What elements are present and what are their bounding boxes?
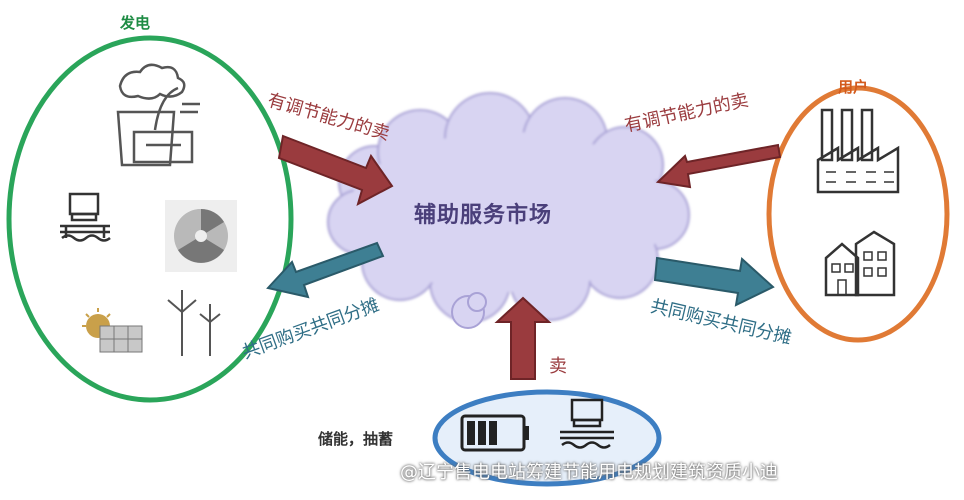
- storage-title: 储能，抽蓄: [318, 430, 394, 448]
- arrow-gen-share: [266, 241, 385, 299]
- arrow-gen-sell: [277, 134, 394, 206]
- hydro-dam-icon: [60, 192, 111, 242]
- users-title: 用户: [838, 78, 869, 96]
- factory-chimney-icon: [116, 63, 200, 167]
- arrow-user-share: [653, 256, 775, 307]
- market-cloud: [327, 92, 690, 323]
- cloud-puff-small: [467, 292, 487, 312]
- arrow-storage-sell-label: 卖: [549, 356, 567, 377]
- battery-icon: [460, 414, 529, 452]
- generation-group: [6, 35, 294, 403]
- wind-turbine-icon: [167, 290, 221, 356]
- solar-panel-icon: [82, 308, 143, 353]
- watermark: @辽宁售电电站筹建节能用电规划建筑资质小迪: [400, 462, 778, 483]
- nuclear-icon: [165, 200, 237, 272]
- generation-title: 发电: [120, 14, 151, 32]
- arrow-storage-sell: [494, 296, 552, 380]
- arrow-user-sell: [655, 143, 782, 189]
- users-group: [766, 85, 950, 343]
- houses-icon: [824, 230, 896, 297]
- pumped-hydro-icon: [560, 398, 614, 449]
- factory-icon: [816, 108, 900, 194]
- market-label: 辅助服务市场: [414, 203, 553, 228]
